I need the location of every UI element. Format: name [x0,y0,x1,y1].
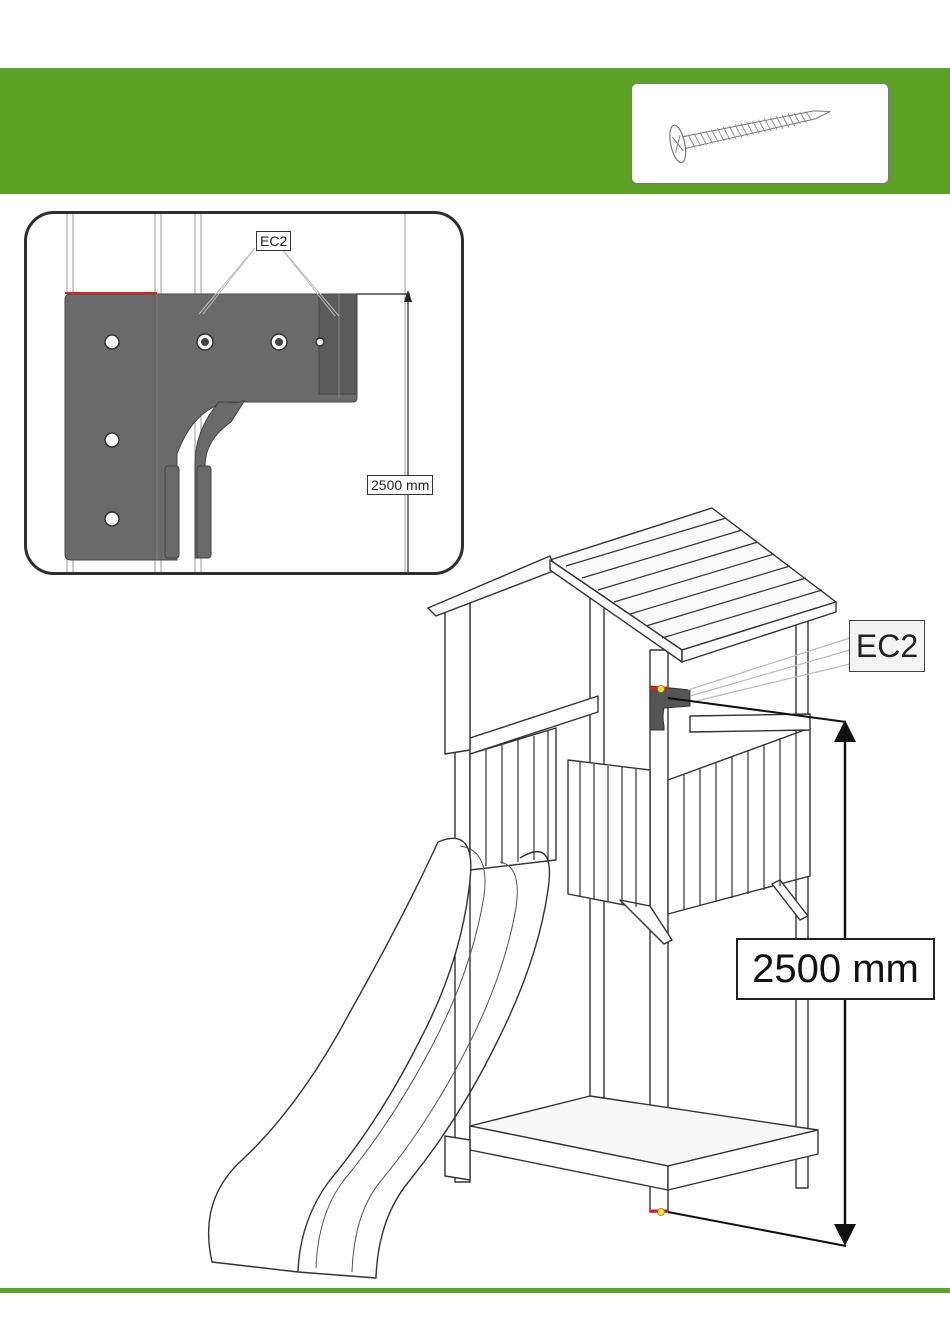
main-dimension-label: 2500 mm [736,938,935,1000]
main-part-label: EC2 [849,620,925,672]
footer-line [0,1288,950,1293]
